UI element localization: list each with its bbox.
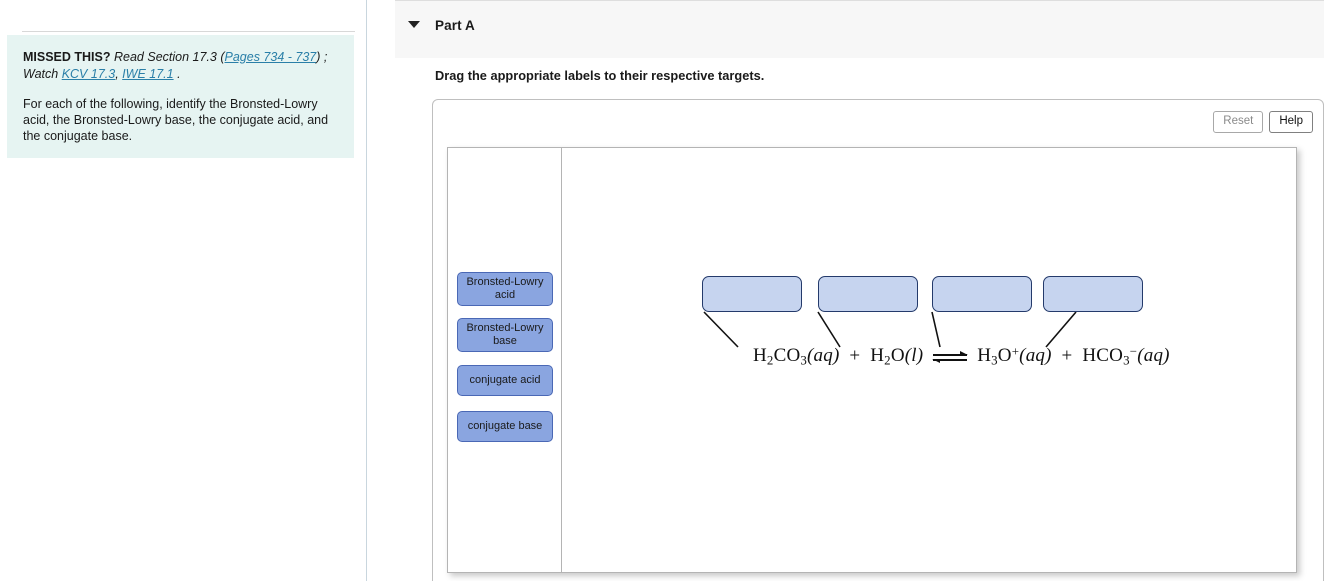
bank-divider bbox=[561, 148, 562, 572]
reset-button[interactable]: Reset bbox=[1213, 111, 1264, 133]
drag-label-bronsted-lowry-acid[interactable]: Bronsted-Lowry acid bbox=[457, 272, 553, 306]
kcv-link[interactable]: KCV 17.3 bbox=[61, 67, 116, 81]
drag-label-conjugate-acid[interactable]: conjugate acid bbox=[457, 365, 553, 396]
missed-this-label: MISSED THIS? bbox=[23, 50, 111, 64]
read-tail-text: ) ; bbox=[316, 50, 328, 64]
drop-target-1[interactable] bbox=[702, 276, 802, 312]
hint-comma: , bbox=[115, 67, 119, 81]
operator-plus-1: + bbox=[844, 345, 866, 367]
drag-label-bronsted-lowry-base[interactable]: Bronsted-Lowry base bbox=[457, 318, 553, 352]
hint-body-text: For each of the following, identify the … bbox=[23, 97, 329, 143]
operator-plus-2: + bbox=[1056, 345, 1078, 367]
label-bank: Bronsted-Lowry acid Bronsted-Lowry base … bbox=[448, 148, 561, 572]
species-h2o: H2O(l) bbox=[870, 345, 924, 369]
read-section-text: Read Section 17.3 ( bbox=[114, 50, 225, 64]
pages-link[interactable]: Pages 734 - 737 bbox=[224, 50, 317, 64]
main-panel: Part A Drag the appropriate labels to th… bbox=[368, 0, 1324, 581]
chemical-equation: H2CO3(aq) + H2O(l) H3O+(aq) + HCO3−(aq) bbox=[753, 344, 1170, 369]
drop-target-2[interactable] bbox=[818, 276, 918, 312]
drag-drop-canvas[interactable]: Bronsted-Lowry acid Bronsted-Lowry base … bbox=[447, 147, 1297, 573]
activity-toolbar: Reset Help bbox=[1213, 111, 1313, 133]
drag-label-conjugate-base[interactable]: conjugate base bbox=[457, 411, 553, 442]
hint-sidebar: MISSED THIS? Read Section 17.3 (Pages 73… bbox=[0, 0, 367, 581]
watch-label: Watch bbox=[23, 67, 59, 81]
chevron-down-icon[interactable] bbox=[408, 21, 420, 28]
drop-target-4[interactable] bbox=[1043, 276, 1143, 312]
species-h2co3: H2CO3(aq) bbox=[753, 345, 840, 369]
iwe-link[interactable]: IWE 17.1 bbox=[122, 67, 174, 81]
activity-card: Reset Help Bronsted-Lowry acid Bronsted-… bbox=[432, 99, 1324, 581]
missed-this-hint-box: MISSED THIS? Read Section 17.3 (Pages 73… bbox=[7, 35, 354, 158]
help-button[interactable]: Help bbox=[1269, 111, 1313, 133]
hint-reference-line: MISSED THIS? Read Section 17.3 (Pages 73… bbox=[23, 49, 338, 83]
hint-period: . bbox=[177, 67, 181, 81]
instruction-text: Drag the appropriate labels to their res… bbox=[435, 68, 765, 83]
species-hco3-minus: HCO3−(aq) bbox=[1082, 344, 1170, 369]
part-a-header[interactable]: Part A bbox=[395, 0, 1324, 58]
sidebar-divider bbox=[22, 31, 355, 32]
species-h3o-plus: H3O+(aq) bbox=[977, 344, 1052, 369]
equilibrium-arrow-icon bbox=[932, 349, 969, 365]
drop-target-3[interactable] bbox=[932, 276, 1032, 312]
page-title: Part A bbox=[435, 18, 475, 33]
